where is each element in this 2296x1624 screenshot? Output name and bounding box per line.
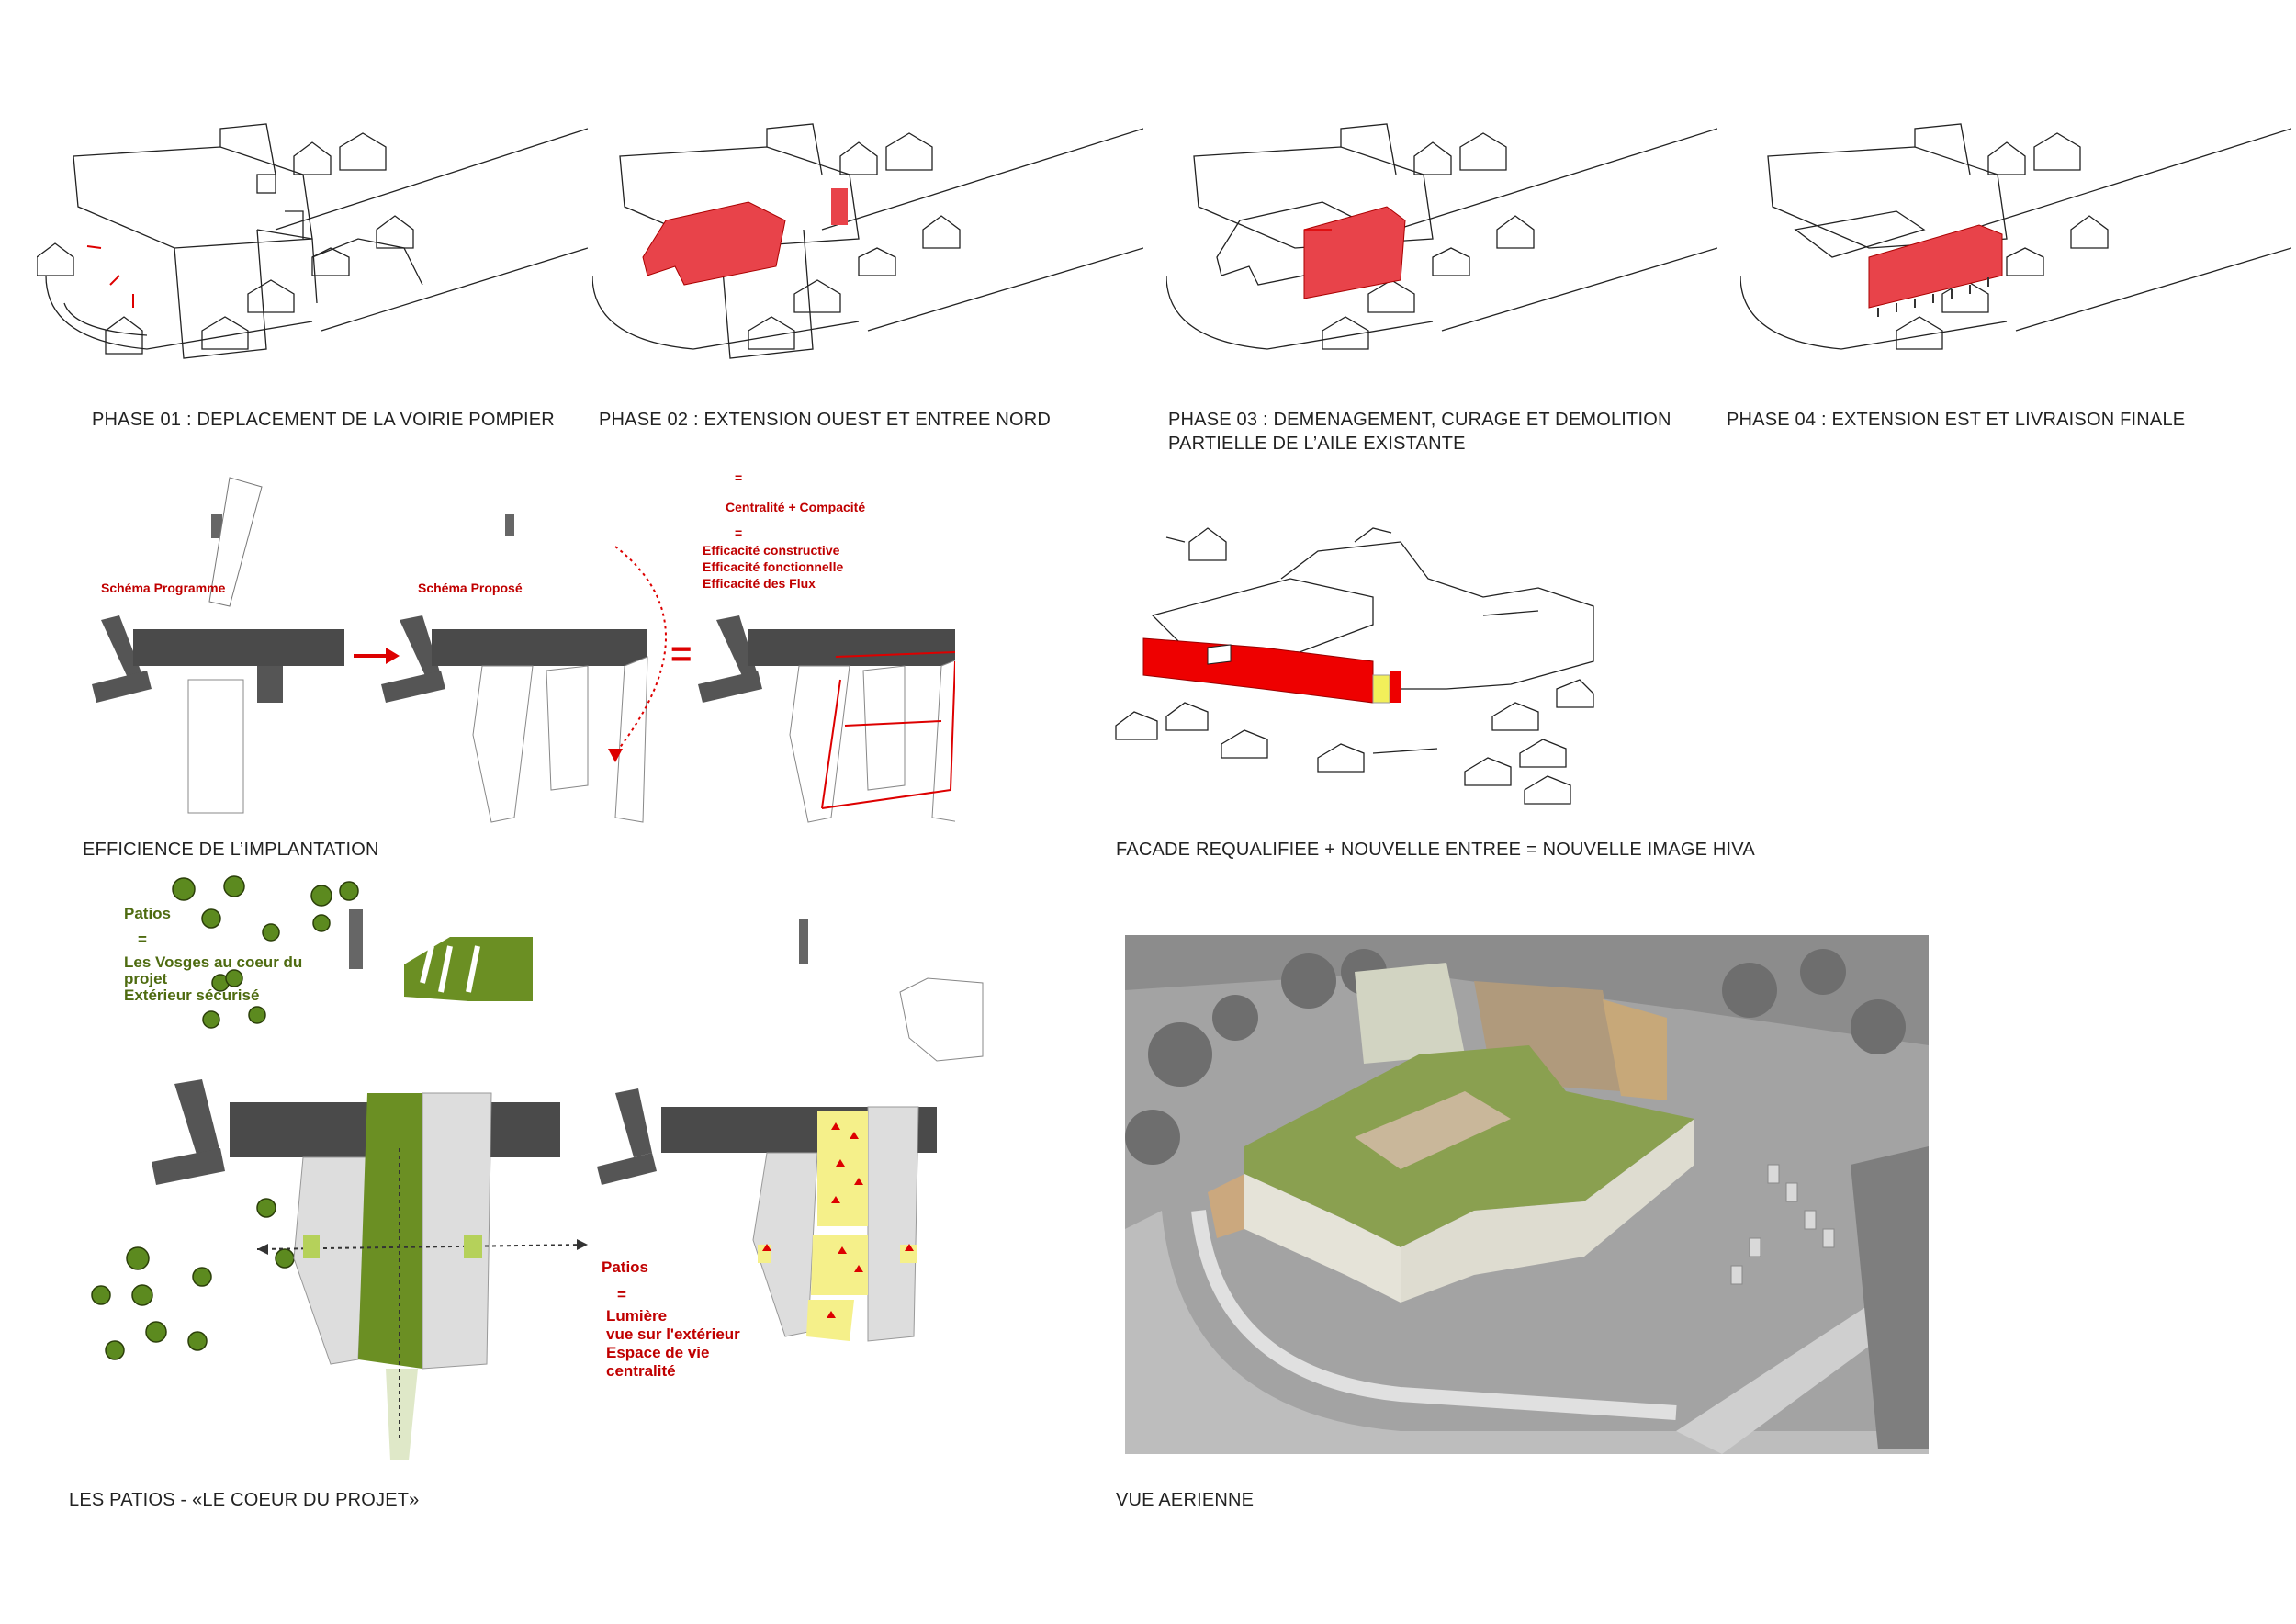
phase-01-caption: PHASE 01 : DEPLACEMENT DE LA VOIRIE POMP… bbox=[92, 410, 555, 430]
red-arrow-right bbox=[354, 648, 400, 664]
north-entry-block bbox=[831, 188, 848, 225]
aerial-caption: VUE AERIENNE bbox=[1116, 1490, 1255, 1510]
patios-yellow-diagram: Patios = Lumière vue sur l'extérieur Esp… bbox=[597, 909, 1001, 1424]
eq-sign-1: = bbox=[735, 470, 742, 485]
patios-red-line-3: Espace de vie bbox=[606, 1344, 709, 1361]
patios-red-eq: = bbox=[617, 1286, 626, 1303]
patios-caption: LES PATIOS - «LE COEUR DU PROJET» bbox=[69, 1490, 420, 1510]
schema-programme-label: Schéma Programme bbox=[101, 581, 226, 595]
patios-red-line-2: vue sur l'extérieur bbox=[606, 1325, 740, 1343]
phase-03-caption-line-1: PHASE 03 : DEMENAGEMENT, CURAGE ET DEMOL… bbox=[1168, 410, 1671, 430]
demolition-block bbox=[1303, 206, 1406, 299]
patios-red-title: Patios bbox=[602, 1258, 648, 1276]
requalified-facade-red bbox=[1142, 637, 1374, 704]
schema-propose-drawing: Schéma Proposé bbox=[381, 514, 667, 823]
efficacite-fonctionnelle: Efficacité fonctionnelle bbox=[703, 559, 843, 574]
phase-01-svg bbox=[37, 123, 588, 359]
schema-programme-drawing: Schéma Programme bbox=[92, 477, 344, 814]
efficacite-flux: Efficacité des Flux bbox=[703, 576, 816, 591]
patios-green-diagram: Patios = Les Vosges au coeur du projet E… bbox=[83, 873, 597, 1470]
schema-propose-label: Schéma Proposé bbox=[418, 581, 523, 595]
phase-04-caption: PHASE 04 : EXTENSION EST ET LIVRAISON FI… bbox=[1727, 410, 2186, 430]
new-entry-yellow bbox=[1372, 674, 1390, 704]
patios-green-eq: = bbox=[138, 930, 147, 948]
phase-01-diagram bbox=[37, 119, 588, 395]
patios-yellow-svg: Patios = Lumière vue sur l'extérieur Esp… bbox=[597, 919, 984, 1380]
efficacite-constructive: Efficacité constructive bbox=[703, 543, 840, 558]
yellow-patio-3 bbox=[806, 1300, 854, 1341]
patios-green-title: Patios bbox=[124, 905, 171, 922]
phase-03-svg bbox=[1166, 123, 1717, 350]
centralite-label: Centralité + Compacité bbox=[726, 500, 865, 514]
equals-sign: = bbox=[670, 634, 692, 674]
patios-red-line-1: Lumière bbox=[606, 1307, 667, 1325]
efficience-svg: Schéma Programme Schéma Proposé = bbox=[92, 470, 955, 823]
facade-caption: FACADE REQUALIFIEE + NOUVELLE ENTREE = N… bbox=[1116, 840, 1755, 860]
schema-result-drawing: = Centralité + Compacité = Efficacité co… bbox=[698, 470, 955, 823]
east-extension-block bbox=[1868, 224, 2003, 309]
phase-03-caption-line-2: PARTIELLE DE L’AILE EXISTANTE bbox=[1168, 434, 1466, 454]
phase-02-caption: PHASE 02 : EXTENSION OUEST ET ENTREE NOR… bbox=[599, 410, 1052, 430]
aerial-view-image bbox=[1125, 935, 1929, 1454]
yellow-patio-1 bbox=[817, 1111, 868, 1226]
phase-04-svg bbox=[1740, 123, 2291, 350]
landscape-green-patch bbox=[404, 937, 533, 1001]
efficience-caption: EFFICIENCE DE L’IMPLANTATION bbox=[83, 840, 379, 860]
phase-02-svg bbox=[592, 123, 1143, 359]
west-extension-block bbox=[642, 201, 786, 286]
patios-green-line-3: Extérieur sécurisé bbox=[124, 987, 259, 1004]
tree-icons bbox=[91, 875, 359, 1360]
yellow-patio-2 bbox=[811, 1235, 868, 1295]
patios-red-line-4: centralité bbox=[606, 1362, 676, 1380]
patios-green-svg: Patios = Les Vosges au coeur du projet E… bbox=[91, 875, 589, 1460]
facade-diagram bbox=[1097, 524, 1630, 818]
facade-svg bbox=[1115, 527, 1594, 805]
phase-02-diagram bbox=[592, 119, 1143, 395]
eq-sign-2: = bbox=[735, 525, 742, 540]
aerial-view-svg bbox=[1125, 935, 1929, 1454]
patios-green-line-1: Les Vosges au coeur du bbox=[124, 953, 302, 971]
phase-04-diagram bbox=[1740, 119, 2291, 395]
phase-03-diagram bbox=[1166, 119, 1717, 395]
efficience-diagram: Schéma Programme Schéma Proposé = bbox=[73, 459, 955, 845]
patios-green-line-2: projet bbox=[124, 970, 168, 987]
green-roof bbox=[1244, 1045, 1694, 1247]
